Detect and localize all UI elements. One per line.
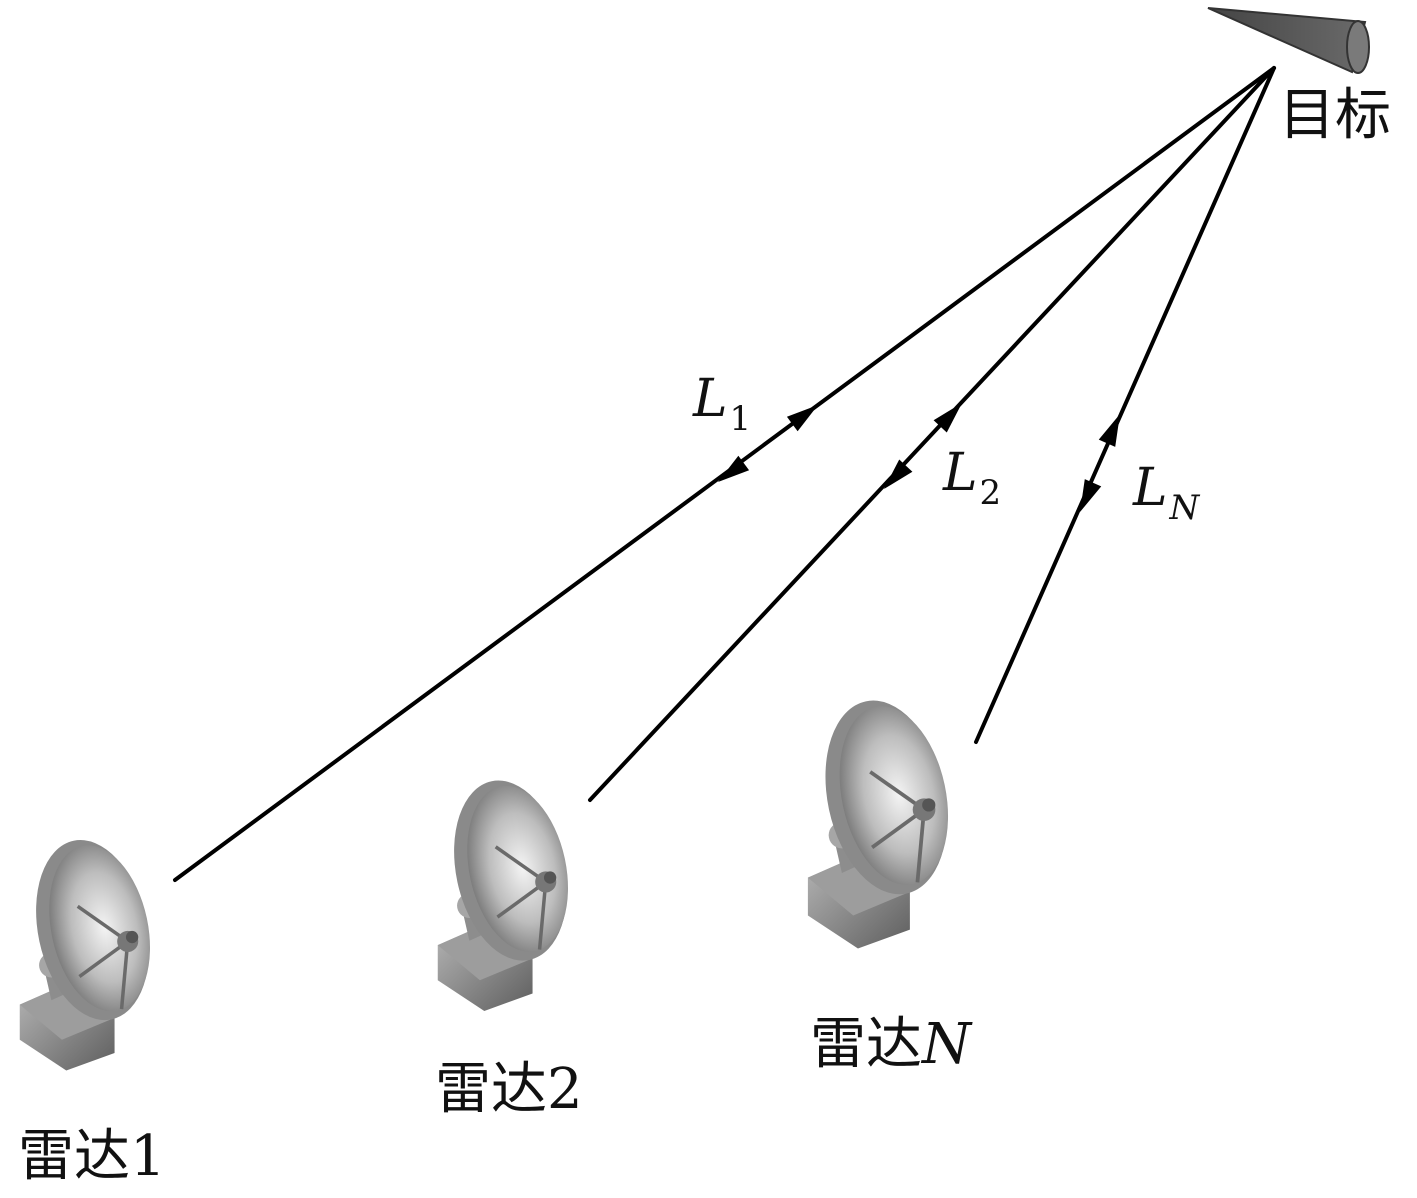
beam-line-2 — [588, 66, 1276, 802]
path-subscript: N — [1169, 488, 1201, 528]
outgoing-arrow-2 — [933, 403, 962, 433]
outgoing-arrow-1 — [786, 405, 818, 432]
target-label: 目标 — [1279, 83, 1391, 148]
path-subscript: 2 — [980, 473, 1002, 513]
outgoing-arrow-n — [1098, 414, 1120, 447]
radar-label-1: 雷达1 — [18, 1124, 166, 1189]
path-symbol: L — [1132, 458, 1168, 518]
path-label-2: L2 — [942, 443, 1001, 513]
path-label-1: L1 — [692, 369, 751, 439]
radar-index: N — [920, 1012, 973, 1077]
radar-name: 雷达 — [810, 1012, 922, 1077]
radar-label-n: 雷达N — [810, 1012, 973, 1077]
path-subscript: 1 — [730, 399, 752, 439]
radar-dish-icon-2 — [438, 770, 583, 1011]
radar-dish-icon-1 — [17, 827, 167, 1073]
return-arrow-1 — [718, 455, 750, 482]
radar-label-2: 雷达2 — [435, 1057, 583, 1122]
radar-index: 2 — [547, 1057, 583, 1122]
path-symbol: L — [942, 443, 978, 503]
radar-index: 1 — [130, 1124, 166, 1189]
path-label-n: LN — [1132, 458, 1201, 528]
target-cone-icon — [1207, 7, 1370, 74]
radar-dish-icon-n — [808, 689, 964, 948]
path-symbol: L — [692, 369, 728, 429]
radar-name: 雷达 — [18, 1124, 130, 1189]
return-arrow-n — [1080, 479, 1102, 512]
beam-line-n — [974, 66, 1276, 744]
return-arrow-2 — [884, 459, 913, 489]
radar-name: 雷达 — [435, 1057, 547, 1122]
